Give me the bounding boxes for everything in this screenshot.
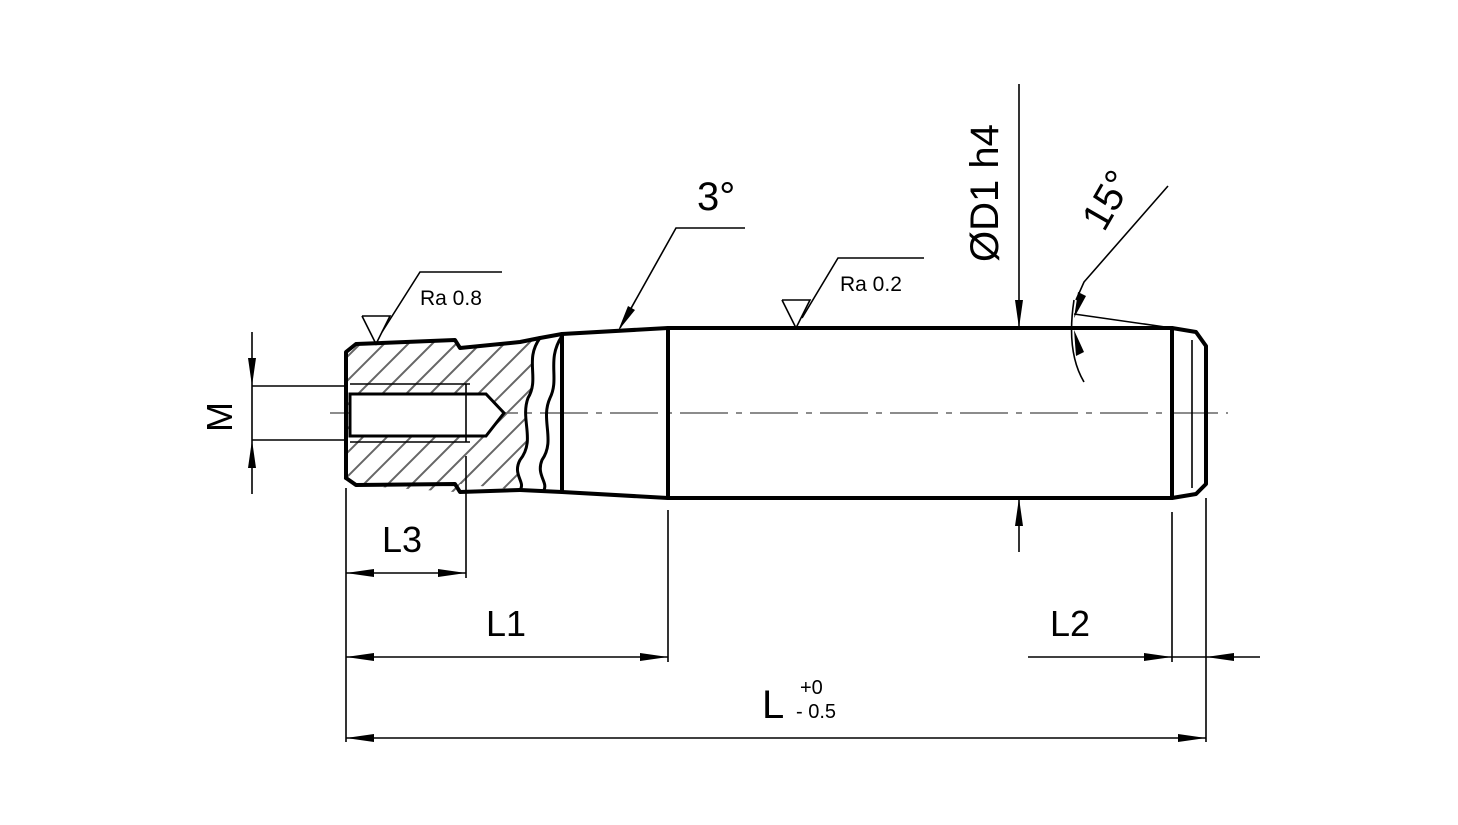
- chamfer-angle-line: [1073, 313, 1173, 329]
- label-tolerance-lower: - 0.5: [796, 701, 836, 723]
- arrow-chamfer-top: [1074, 292, 1086, 318]
- hatch-line: [419, 338, 540, 492]
- label-diameter: ØD1 h4: [963, 124, 1007, 262]
- arrow-l1-left: [346, 653, 374, 661]
- label-roughness-thread: Ra 0.8: [420, 287, 482, 310]
- label-length-thread: L3: [382, 519, 422, 560]
- arrow-m-top: [248, 358, 256, 386]
- hatch-line: [539, 338, 540, 492]
- label-roughness-body: Ra 0.2: [840, 273, 902, 296]
- arrow-d1-top: [1015, 300, 1023, 328]
- hatch-line: [708, 330, 878, 500]
- threaded-hole: [348, 392, 506, 438]
- hatch-line: [660, 330, 830, 500]
- hatch-line: [612, 330, 782, 500]
- hatch-line: [636, 330, 806, 500]
- arrow-l3-right: [438, 569, 466, 577]
- arrow-l3-left: [346, 569, 374, 577]
- section-outline: [344, 336, 542, 480]
- chamfer-angle-arc: [1070, 299, 1085, 383]
- label-thread-size: M: [199, 402, 240, 432]
- label-length-taper: L1: [486, 603, 526, 644]
- hatch-line: [346, 338, 399, 492]
- section-outline-lower: [344, 476, 522, 494]
- arrow-l2-left: [1144, 653, 1172, 661]
- label-length-chamfer: L2: [1050, 603, 1090, 644]
- hatch-line: [346, 338, 423, 492]
- hatch-line: [564, 330, 734, 500]
- roughness-symbol-thread: [361, 315, 392, 346]
- roughness-symbol-body: [781, 299, 812, 330]
- arrow-taper-angle: [618, 306, 635, 331]
- arrow-l-left: [346, 734, 374, 742]
- break-line: [515, 336, 542, 492]
- leader-taper-angle: [619, 227, 745, 329]
- arrow-d1-bottom: [1015, 498, 1023, 526]
- arrow-chamfer-bottom: [1074, 330, 1084, 356]
- arrow-l1-right: [640, 653, 668, 661]
- hatch-line: [684, 330, 854, 500]
- roughness-leader-thread: [381, 271, 502, 333]
- label-length-total: L: [762, 683, 784, 727]
- cylinder-outline: [666, 326, 1208, 500]
- hatch-line: [588, 330, 758, 500]
- hatch-line: [467, 338, 540, 492]
- arrow-m-bottom: [248, 440, 256, 468]
- arrow-l2-right: [1206, 653, 1234, 661]
- arrow-l-right: [1178, 734, 1206, 742]
- break-line-2: [538, 334, 564, 492]
- roughness-leader-body: [801, 257, 924, 319]
- label-tolerance-upper: +0: [800, 677, 823, 699]
- label-taper-angle: 3°: [697, 175, 735, 219]
